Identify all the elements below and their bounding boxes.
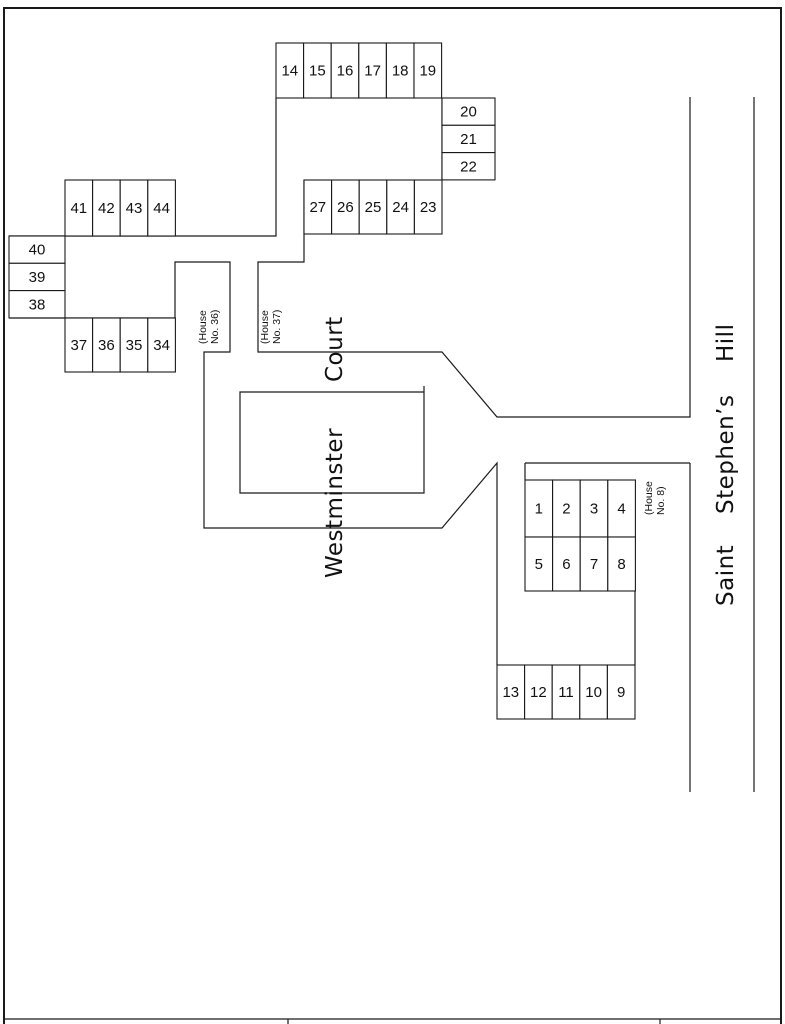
unit-number: 18 (392, 63, 409, 80)
unit-plot (413, 42, 443, 99)
unit-plot (358, 42, 387, 99)
unit-plot (524, 479, 554, 538)
unit-number: 25 (365, 199, 382, 216)
unit-plot (119, 179, 149, 237)
house-label-line: No. 8) (655, 486, 667, 515)
unit-plot (147, 317, 176, 373)
unit-number: 42 (98, 200, 115, 217)
unit-block: 5 6 7 8 (524, 536, 636, 592)
unit-number: 15 (309, 63, 326, 80)
unit-number: 9 (617, 684, 625, 701)
unit-number: 8 (617, 556, 625, 573)
house-label-37: (House No. 37) (259, 310, 283, 344)
house-label-line: (House (259, 310, 271, 344)
street-label-stephens: Stephen’s (713, 395, 739, 514)
unit-number: 27 (309, 199, 326, 216)
house-label-line: No. 36) (209, 310, 221, 344)
house-label-line: (House (197, 310, 209, 344)
unit-block: 14 15 16 17 18 19 (275, 42, 443, 99)
street-label-hill: Hill (713, 324, 739, 362)
unit-plot (441, 124, 496, 154)
unit-plot (358, 179, 388, 235)
unit-number: 41 (70, 200, 87, 217)
unit-plot (303, 42, 332, 99)
unit-number: 21 (460, 131, 477, 148)
page-frame (3, 7, 782, 1024)
unit-plot (64, 179, 94, 237)
unit-number: 36 (98, 337, 115, 354)
unit-plot (579, 664, 608, 720)
unit-plot (413, 179, 443, 235)
unit-block: 1 2 3 4 (524, 479, 636, 538)
unit-number: 13 (502, 684, 519, 701)
unit-number: 17 (364, 63, 381, 80)
unit-number: 5 (535, 556, 543, 573)
house-label-36: (House No. 36) (197, 310, 221, 344)
unit-number: 7 (590, 556, 598, 573)
unit-block: 37 36 35 34 (64, 317, 176, 373)
unit-plot (579, 479, 609, 538)
unit-plot (330, 42, 360, 99)
road-edge (257, 97, 691, 418)
unit-number: 24 (392, 199, 409, 216)
unit-number: 6 (562, 556, 570, 573)
unit-plot (64, 317, 94, 373)
unit-block: 27 26 25 24 23 (303, 179, 443, 235)
unit-plot (607, 536, 636, 592)
central-island (239, 386, 425, 494)
unit-block: 40 39 38 (8, 235, 66, 319)
unit-plot (524, 536, 554, 592)
street-label-saint: Saint (713, 545, 739, 606)
unit-number: 43 (126, 200, 143, 217)
unit-number: 38 (29, 296, 46, 313)
unit-number: 20 (460, 104, 477, 121)
street-label-westminster: Westminster (322, 428, 348, 578)
unit-number: 26 (337, 199, 354, 216)
unit-number: 19 (419, 63, 436, 80)
unit-number: 14 (281, 63, 298, 80)
unit-number: 1 (535, 501, 543, 518)
unit-plot (606, 664, 636, 720)
unit-plot (496, 664, 526, 720)
unit-plot (8, 262, 66, 292)
unit-number: 4 (617, 501, 625, 518)
unit-plot (552, 536, 581, 592)
road-edge (174, 261, 498, 665)
unit-number: 34 (153, 337, 170, 354)
unit-plot (551, 664, 581, 720)
unit-number: 10 (585, 684, 602, 701)
house-label-line: (House (643, 481, 655, 515)
unit-number: 22 (460, 158, 477, 175)
unit-number: 40 (29, 242, 46, 259)
unit-number: 11 (558, 684, 574, 701)
unit-plot (386, 179, 415, 235)
unit-number: 23 (420, 199, 437, 216)
unit-plot (524, 664, 553, 720)
unit-number: 16 (337, 63, 354, 80)
house-label-line: No. 37) (271, 310, 283, 344)
unit-plot (92, 317, 121, 373)
unit-plot (8, 235, 66, 264)
unit-number: 35 (126, 337, 143, 354)
unit-plot (441, 152, 496, 181)
unit-block: 20 21 22 (441, 97, 496, 181)
unit-number: 39 (29, 269, 46, 286)
unit-block: 41 42 43 44 (64, 179, 176, 237)
unit-number: 12 (530, 684, 547, 701)
unit-plot (147, 179, 176, 237)
house-label-8: (House No. 8) (643, 481, 667, 515)
street-label-court: Court (322, 316, 348, 382)
unit-block: 13 12 11 10 9 (496, 664, 636, 720)
unit-number: 37 (70, 337, 87, 354)
unit-plot (385, 42, 415, 99)
unit-number: 2 (562, 501, 570, 518)
unit-number: 44 (153, 200, 170, 217)
unit-plot (275, 42, 305, 99)
unit-plot (8, 290, 66, 319)
unit-plot (303, 179, 333, 235)
unit-number: 3 (590, 501, 598, 518)
unit-plot (331, 179, 360, 235)
